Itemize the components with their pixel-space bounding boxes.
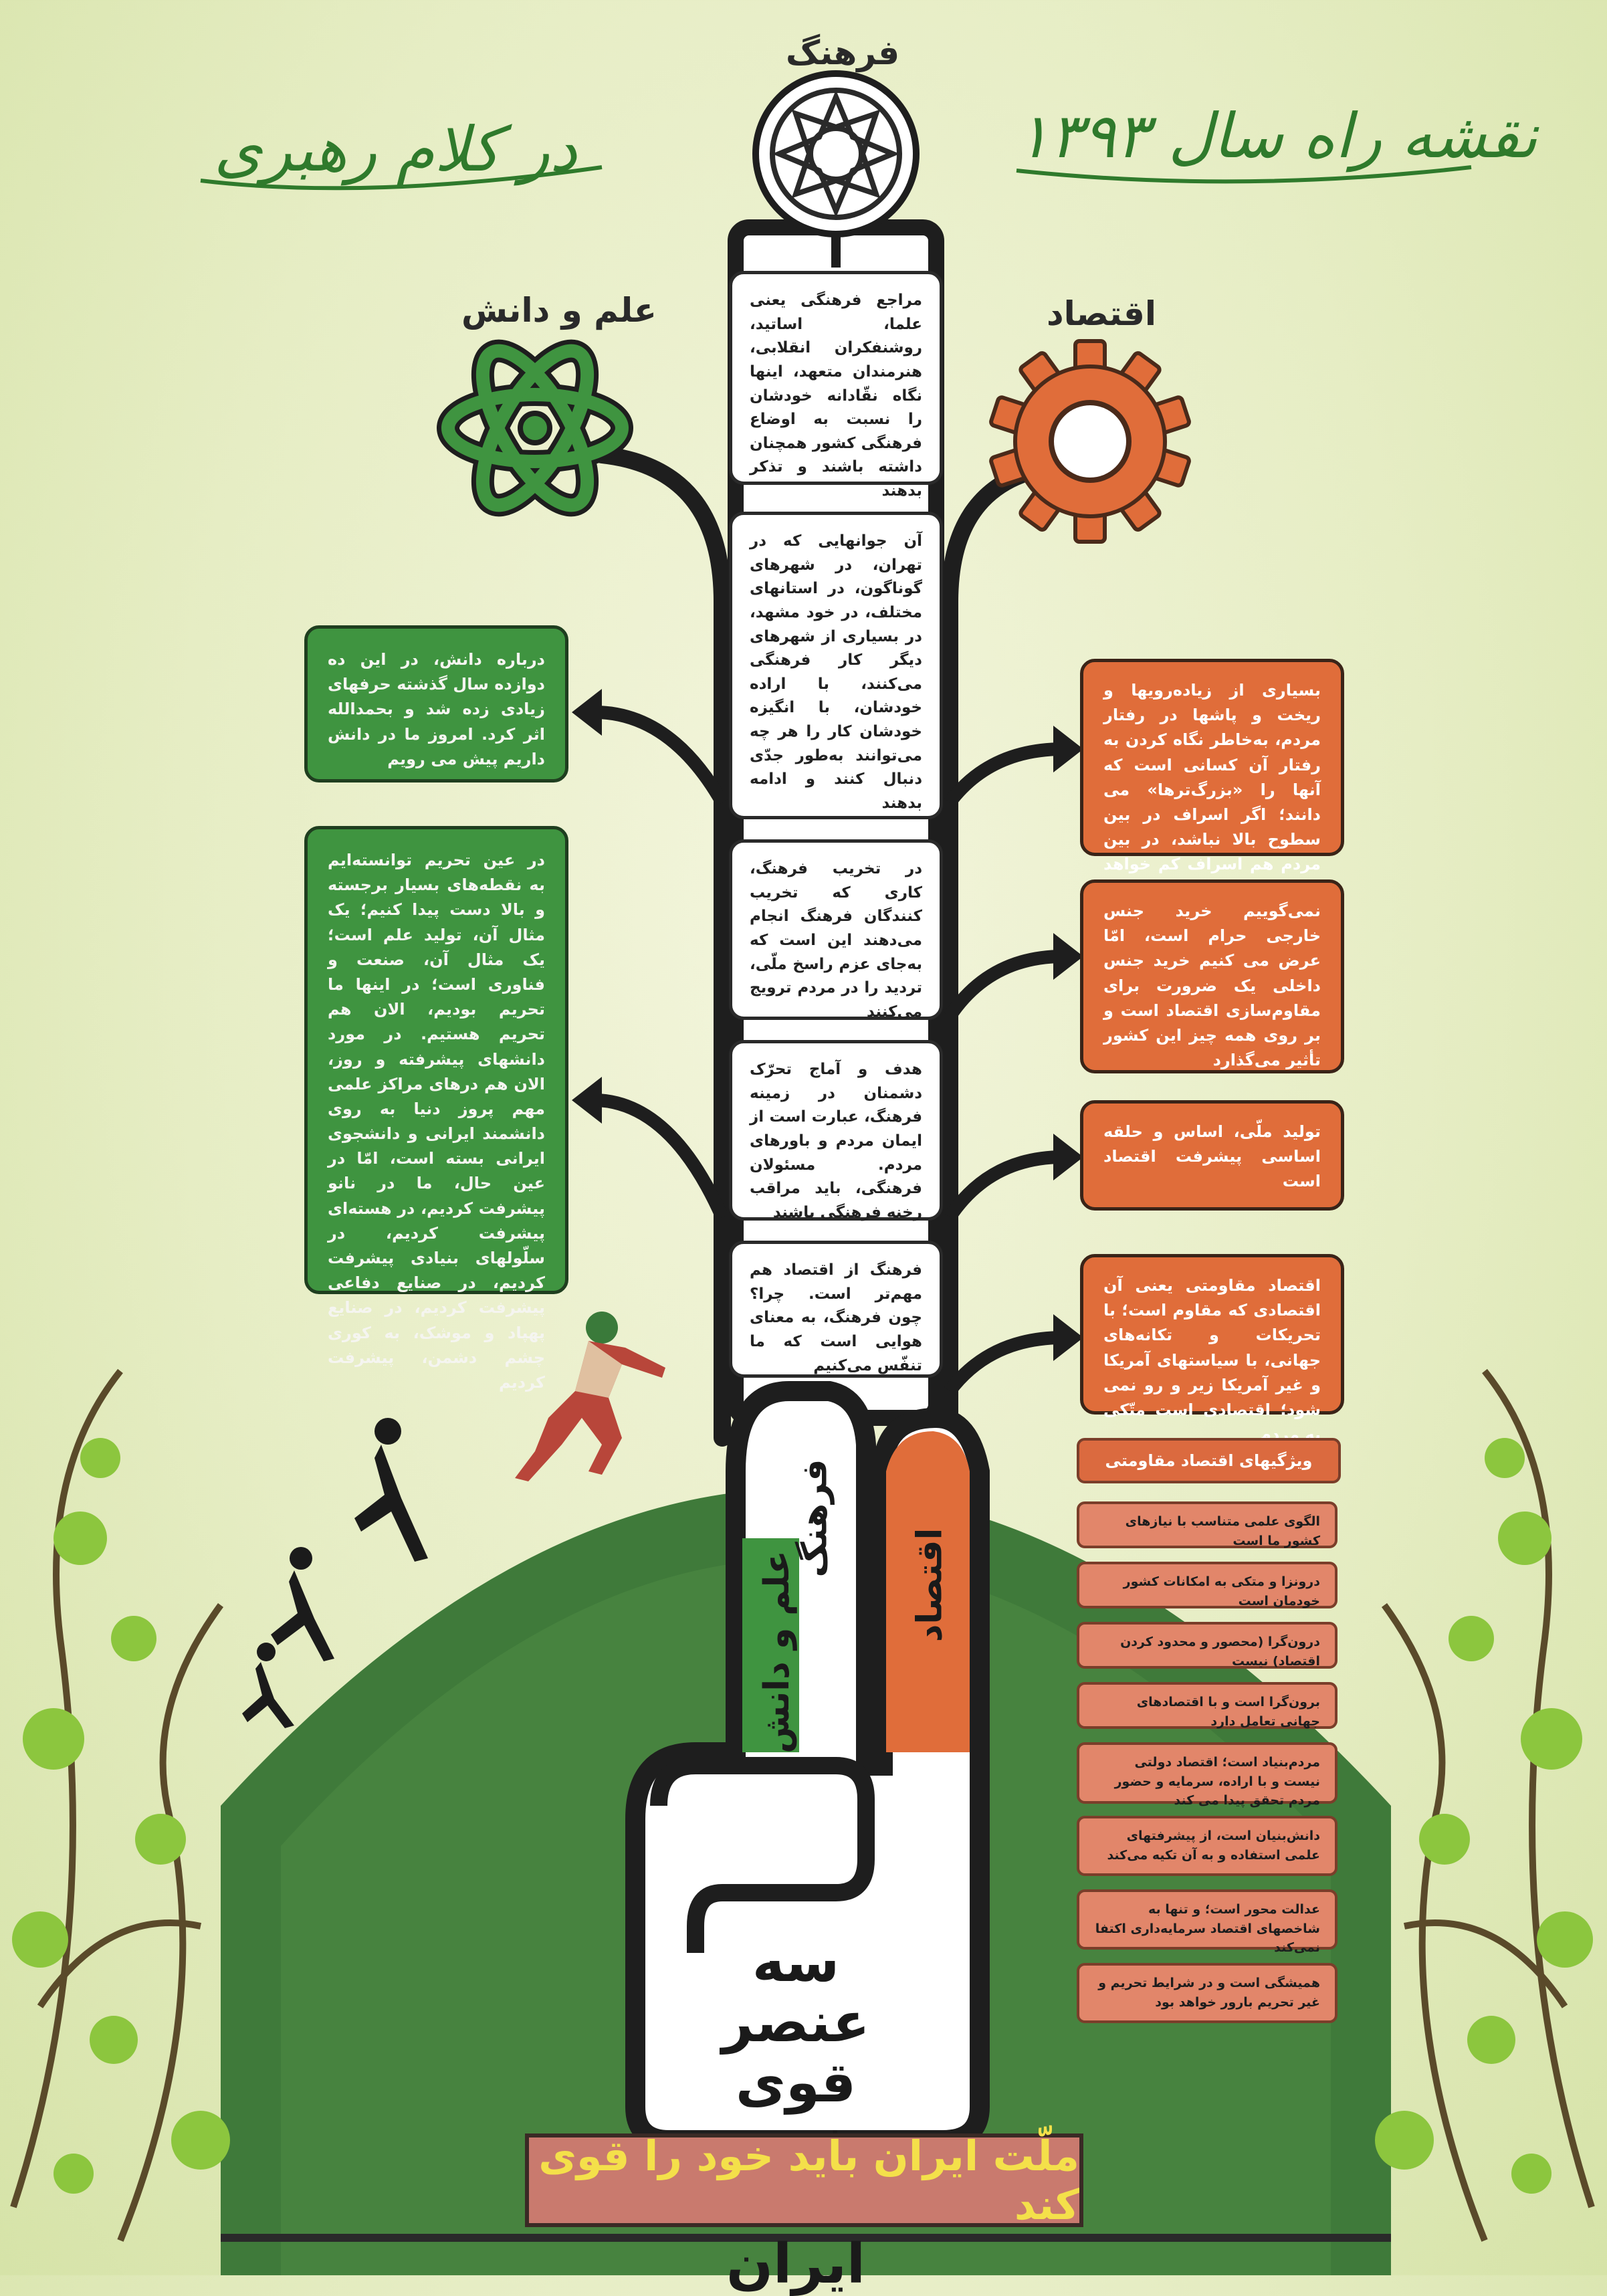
economy-gear-icon (989, 339, 1191, 544)
left-vine-decoration (10, 1368, 224, 2242)
features-title: ویژگیهای اقتصاد مقاومتی (1077, 1438, 1341, 1483)
finger-economy-label: اقتصاد (909, 1528, 950, 1643)
left-title-flourish (200, 165, 603, 191)
culture-box-2: آن جوانهایی که در تهران، در شهرهای گوناگ… (729, 512, 943, 819)
footer-bar (221, 2234, 1391, 2242)
feature-item-1: الگوی علمی متناسب با نیازهای کشور ما است (1077, 1501, 1337, 1548)
economy-label: اقتصاد (1047, 294, 1156, 333)
economy-box-4: اقتصاد مقاومتی یعنی آن اقتصادی که مقاوم … (1080, 1254, 1344, 1444)
right-title-flourish (1016, 165, 1472, 184)
culture-box-3: در تخریب فرهنگ، کاری که تخریب کنندگان فر… (729, 839, 943, 1021)
feature-item-3: درون‌گرا (محصور و محدود کردن اقتصاد) نیس… (1077, 1622, 1337, 1669)
culture-box-4: هدف و آماج تحرّک دشمنان در زمینه فرهنگ، … (729, 1040, 943, 1221)
economy-box-2: نمی‌گوییم خرید جنس خارجی حرام است، امّا … (1080, 879, 1344, 1073)
left-leaves (12, 1438, 230, 2194)
finger-culture-label: فرهنگ (794, 1459, 835, 1578)
economy-box-1: بسیاری از زیاده‌رویها و ریخت و پاشها در … (1080, 659, 1344, 899)
feature-item-2: درونزا و متکی به امکانات کشور خودمان است (1077, 1562, 1337, 1608)
footer-banner-text: ملّت ایران باید خود را قوی کند (538, 2131, 1079, 2229)
right-title: نقشه راه سال ۱۳۹۳ (1016, 100, 1538, 172)
feature-item-8: همیشگی است و در شرایط تحریم و غیر تحریم … (1077, 1963, 1337, 2023)
right-vine-decoration (1381, 1368, 1595, 2242)
science-atom-icon (437, 339, 633, 517)
science-box-1: درباره دانش، در این ده دوازده سال گذشته … (304, 625, 568, 782)
hand-caption-line-1: سه عنصر (722, 1931, 870, 2055)
woman-runner-illustration (515, 1312, 665, 1481)
feature-item-6: دانش‌بنیان است، از پیشرفتهای علمی استفاد… (1077, 1816, 1337, 1876)
culture-box-5: فرهنگ از اقتصاد هم مهم‌تر است. چرا؟ چون … (729, 1241, 943, 1378)
feature-item-5: مردم‌بنیاد است؛ اقتصاد دولتی نیست و با ا… (1077, 1742, 1337, 1808)
culture-rosette-icon (752, 70, 920, 237)
finger-science-label: علم و دانش (756, 1550, 797, 1754)
economy-box-3: تولید ملّی، اساس و حلقه اساسی پیشرفت اقت… (1080, 1100, 1344, 1211)
runners-silhouettes (242, 1418, 428, 1728)
science-label: علم و دانش (461, 291, 657, 330)
hand-caption: سه عنصر قوی شدن ملت ایران (675, 1931, 916, 2295)
left-title: در کلام رهبری (214, 114, 578, 185)
footer-banner: ملّت ایران باید خود را قوی کند (525, 2131, 1083, 2229)
right-branch-arrows (944, 742, 1064, 1396)
feature-item-7: عدالت محور است؛ و تنها به شاخصهای اقتصاد… (1077, 1889, 1337, 1955)
culture-label: فرهنگ (786, 33, 900, 72)
left-branch-arrows (588, 705, 729, 1221)
hand-peace-sign (625, 1381, 990, 2150)
culture-box-1: مراجع فرهنگی یعنی علما، اساتید، روشنفکرا… (729, 271, 943, 500)
feature-item-4: برون‌گرا است و با اقتصادهای جهانی تعامل … (1077, 1682, 1337, 1729)
right-leaves (1375, 1438, 1593, 2194)
science-box-2: در عین تحریم توانسته‌ایم به نقطه‌های بسی… (304, 826, 568, 1392)
